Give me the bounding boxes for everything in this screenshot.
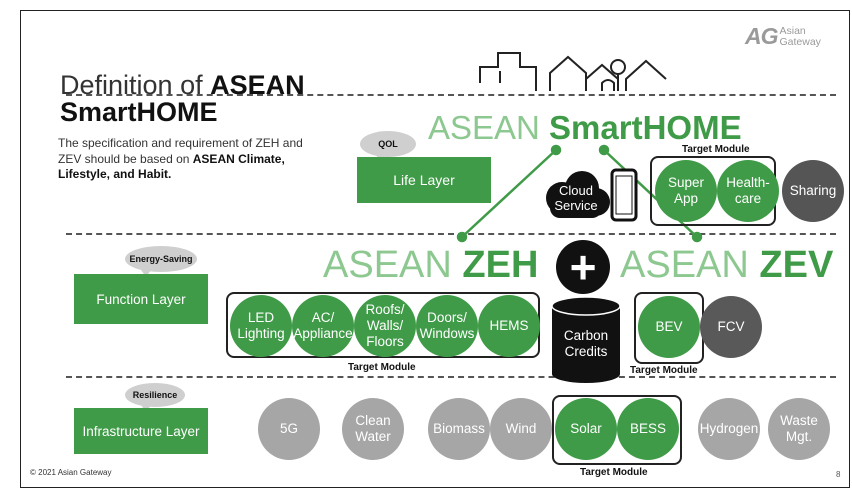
zeh-target-module-label: Target Module [348,362,416,373]
infrastructure-target-module-label: Target Module [580,467,648,478]
bev-circle: BEV [638,296,700,358]
wind-circle: Wind [490,398,552,460]
cloud-service-label: Cloud Service [554,183,598,213]
infrastructure-target-module-box [552,395,682,465]
bess-circle: BESS [617,398,679,460]
ac-appliance-circle: AC/ Appliance [292,295,354,357]
life-layer-label: Life Layer [357,157,491,203]
function-layer-label: Function Layer [74,274,208,324]
energy-saving-bubble: Energy-Saving [125,246,197,277]
resilience-bubble: Resilience [125,383,185,412]
5g-circle: 5G [258,398,320,460]
super-app-circle: Super App [655,160,717,222]
logo-mark: AG [745,23,778,49]
roofs-walls-floors-circle: Roofs/ Walls/ Floors [354,295,416,357]
waste-mgt-circle: Waste Mgt. [768,398,830,460]
clean-water-circle: Clean Water [342,398,404,460]
houses-skyline-icon [479,52,667,91]
asean-zev-heading: ASEAN ZEV [620,244,834,286]
hems-circle: HEMS [478,295,540,357]
hydrogen-circle: Hydrogen [698,398,760,460]
doors-windows-circle: Doors/ Windows [416,295,478,357]
asean-smarthome-heading: ASEAN SmartHOME [428,109,742,146]
cloud-icon [546,171,610,218]
fcv-circle: FCV [700,296,762,358]
solar-circle: Solar [555,398,617,460]
sharing-circle: Sharing [782,160,844,222]
zev-target-module-label: Target Module [630,365,698,376]
page-number: 8 [836,470,841,479]
separator-function [66,233,836,235]
life-target-module-label: Target Module [682,144,750,155]
slide-frame [20,10,850,488]
separator-infrastructure [66,376,836,378]
asean-zeh-heading: ASEAN ZEH [323,244,539,286]
carbon-credits-label: Carbon Credits [563,328,609,359]
plus-icon: + [556,240,610,294]
separator-life [66,94,836,96]
page-title-line2: SmartHOME [60,97,218,127]
infrastructure-layer-label: Infrastructure Layer [74,408,208,454]
copyright-footer: © 2021 Asian Gateway [30,468,112,477]
qol-bubble: QOL [360,131,416,162]
description-text: The specification and requirement of ZEH… [58,136,303,181]
led-lighting-circle: LED Lighting [230,295,292,357]
smartphone-icon [610,168,638,222]
biomass-circle: Biomass [428,398,490,460]
healthcare-circle: Health- care [717,160,779,222]
carbon-credits-cylinder-icon [551,296,621,383]
